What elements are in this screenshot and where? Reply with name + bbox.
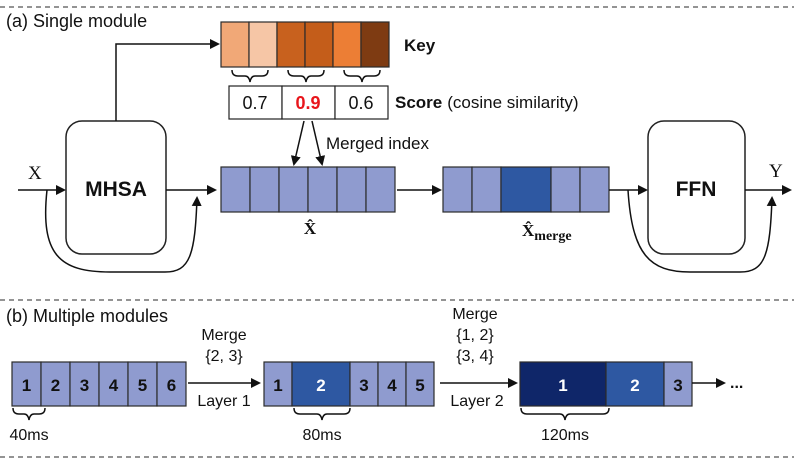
mhsa-to-key-arrow [115, 39, 220, 121]
xmerge-label-main: X̂ [522, 221, 535, 240]
xmerge-token-2 [471, 166, 502, 213]
layer2-label: Layer 2 [450, 393, 503, 410]
xmerge-token-1 [442, 166, 473, 213]
xhat-token-1 [220, 166, 251, 213]
stage1-token-label-2: 2 [51, 376, 60, 395]
input-x-label: X [28, 163, 42, 184]
stage2-token-label-4: 4 [387, 376, 397, 395]
stage2-token-label-5: 5 [415, 376, 424, 395]
score-label: Score [395, 93, 442, 112]
stage1-token-label-3: 3 [80, 376, 89, 395]
merge-arrow-right [311, 120, 326, 166]
key-brace-1 [231, 69, 269, 83]
score-boxes: 0.7 0.9 0.6 [228, 85, 389, 120]
part-a-title: (a) Single module [6, 11, 147, 31]
xhat-token-6 [365, 166, 396, 213]
time3-brace [520, 407, 610, 421]
ellipsis: ... [730, 375, 743, 392]
stage1-token-3 [69, 361, 100, 407]
xmerge-label: X̂merge [522, 221, 572, 244]
xhat-label: X̂ [304, 219, 317, 238]
score-value-3: 0.6 [348, 93, 373, 113]
key-token-2 [248, 21, 278, 68]
merge2-title: Merge [452, 306, 497, 323]
stage3-token-1 [519, 361, 607, 407]
key-token-4 [304, 21, 334, 68]
stage1-token-4 [98, 361, 129, 407]
mhsa-residual-path [45, 189, 202, 273]
time1-label: 40ms [9, 427, 48, 444]
xmerge-tokens [442, 166, 610, 213]
stage1-token-6 [156, 361, 187, 407]
score-caption: Score (cosine similarity) [395, 93, 579, 112]
xhat-token-5 [336, 166, 367, 213]
stage1-token-5 [127, 361, 158, 407]
mhsa-label: MHSA [85, 178, 147, 201]
merge-arrow-left [290, 120, 305, 166]
xhat-tokens [220, 166, 396, 213]
key-token-1 [220, 21, 250, 68]
key-token-6 [360, 21, 390, 68]
merge1-title: Merge [201, 327, 246, 344]
key-tokens [220, 21, 390, 68]
key-label: Key [404, 36, 436, 55]
time3-label: 120ms [541, 427, 589, 444]
time2-brace [293, 407, 351, 421]
stage2-token-label-1: 1 [273, 376, 282, 395]
output-y-label: Y [769, 161, 783, 182]
xmerge-token-4 [550, 166, 581, 213]
stage1-token-label-1: 1 [22, 376, 31, 395]
xhat-token-2 [249, 166, 280, 213]
stage3-token-label-3: 3 [673, 376, 682, 395]
score-value-2: 0.9 [295, 93, 320, 113]
stage2-token-2 [291, 361, 351, 407]
xmerge-label-sub: merge [534, 229, 571, 244]
stage1-token-label-5: 5 [138, 376, 147, 395]
score-box-3 [334, 85, 389, 120]
merge2-set-2: {3, 4} [456, 348, 494, 365]
stage3-token-3 [663, 361, 693, 407]
merge1-set: {2, 3} [205, 348, 243, 365]
xhat-token-4 [307, 166, 338, 213]
key-token-3 [276, 21, 306, 68]
ffn-label: FFN [676, 178, 717, 201]
time1-brace [12, 407, 46, 421]
stage2-token-4 [377, 361, 407, 407]
xhat-token-3 [278, 166, 309, 213]
stage2-token-3 [349, 361, 379, 407]
key-brace-3 [343, 69, 381, 83]
ffn-residual-path [627, 189, 777, 273]
key-brace-2 [287, 69, 325, 83]
part-b-title: (b) Multiple modules [6, 306, 168, 326]
stage2-token-5 [405, 361, 435, 407]
stage1-token-label-4: 4 [109, 376, 119, 395]
stage1-token-label-6: 6 [167, 376, 176, 395]
key-token-5 [332, 21, 362, 68]
merged-index-label: Merged index [326, 134, 430, 153]
score-label-detail: (cosine similarity) [447, 93, 578, 112]
stage3-tokens: 1 2 3 [519, 361, 693, 407]
merge2-set-1: {1, 2} [456, 327, 494, 344]
stage3-token-label-2: 2 [630, 376, 639, 395]
stage2-token-label-3: 3 [359, 376, 368, 395]
time2-label: 80ms [302, 427, 341, 444]
stage1-token-2 [40, 361, 71, 407]
ffn-block [647, 120, 746, 255]
xmerge-token-5 [579, 166, 610, 213]
stage3-token-label-1: 1 [558, 376, 567, 395]
stage2-token-label-2: 2 [316, 376, 325, 395]
stage1-token-1 [11, 361, 42, 407]
xmerge-token-3 [500, 166, 552, 213]
score-value-1: 0.7 [242, 93, 267, 113]
layer1-label: Layer 1 [197, 393, 250, 410]
